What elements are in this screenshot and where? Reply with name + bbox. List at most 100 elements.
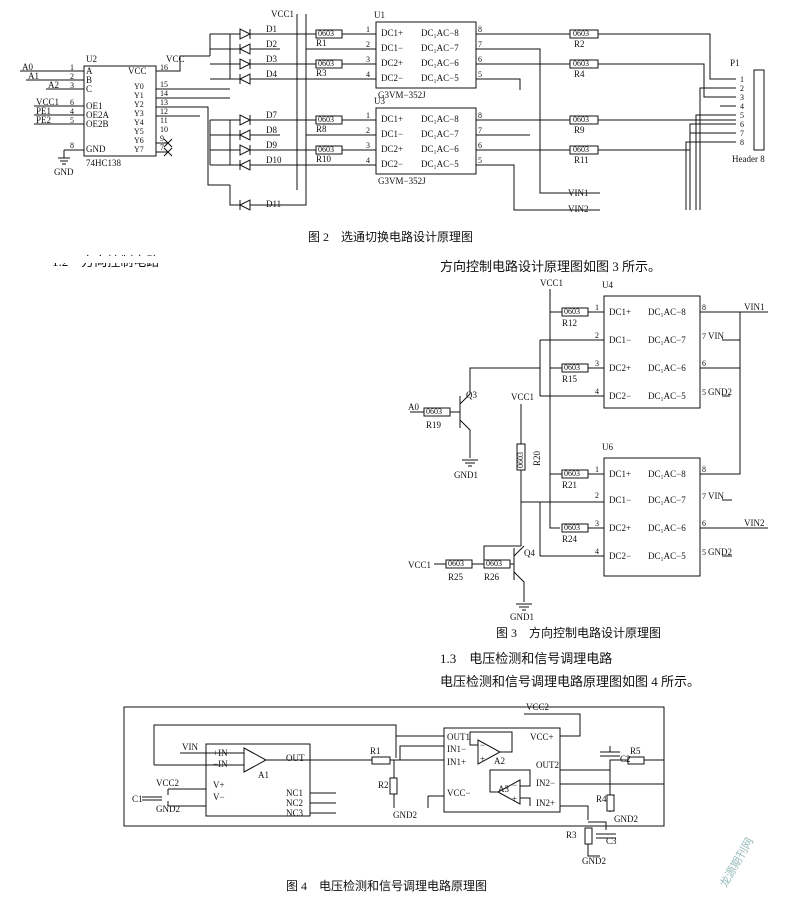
resistor-r10 — [315, 145, 343, 155]
a3-wires — [489, 769, 531, 806]
u3-ln-1: 1 — [366, 111, 370, 120]
diode-d3 — [239, 58, 252, 70]
a3-plus: + — [512, 794, 517, 804]
u1-out-6: DC₁AC−6 — [421, 58, 459, 68]
label-r8: R8 — [316, 124, 327, 134]
p1-ref: P1 — [730, 58, 740, 68]
u2-pn-1: 1 — [70, 63, 74, 72]
r11-pkg: 0603 — [573, 145, 589, 154]
label-d8: D8 — [266, 125, 277, 135]
p1-pin-1: 1 — [740, 75, 744, 84]
fig4-r2: R2 — [378, 780, 389, 790]
r4-pkg: 0603 — [573, 59, 589, 68]
u2-pn-13: 13 — [160, 98, 168, 107]
label-r9: R9 — [574, 125, 585, 135]
a2-plus: + — [480, 754, 485, 764]
resistor-r26 — [483, 559, 511, 569]
p1-pin-6: 6 — [740, 120, 744, 129]
u3-input-wires — [280, 119, 376, 166]
vcc-wire — [156, 34, 211, 72]
c1-cap — [142, 796, 162, 801]
u6-rn-7: 7 — [702, 492, 706, 501]
u3-pin-1: DC1+ — [381, 114, 403, 124]
u4-vin: VIN — [708, 331, 724, 341]
u6-pin-1: DC1+ — [609, 469, 631, 479]
u3-ssr — [375, 107, 477, 175]
section-1-3-heading: 1.3 电压检测和信号调理电路 — [440, 651, 612, 666]
diode-d11 — [238, 199, 251, 211]
u2-pin-c: C — [86, 84, 92, 94]
u-output-wires-bottom — [476, 119, 736, 151]
u3-rn-8: 8 — [478, 111, 482, 120]
vcc1-top-label: VCC1 — [271, 9, 294, 19]
input-a0: A0 — [22, 62, 33, 72]
a2-right-wires — [524, 713, 664, 820]
u1-ln-1: 1 — [366, 25, 370, 34]
label-d3: D3 — [266, 54, 277, 64]
label-r24: R24 — [562, 534, 578, 544]
u4-pin-3: DC2+ — [609, 363, 631, 373]
u1-pin-3: DC2+ — [381, 58, 403, 68]
fig3-vcc1-c: VCC1 — [408, 560, 431, 570]
u4-rn-8: 8 — [702, 303, 706, 312]
u2-out-y1: Y1 — [134, 91, 144, 100]
resistor-r3 — [315, 59, 343, 69]
resistor-r12 — [561, 307, 589, 317]
p1-wires — [685, 87, 736, 210]
u2-out-y4: Y4 — [134, 118, 144, 127]
a1-pin-nc3: NC3 — [286, 808, 304, 818]
fig4-intro-text: 电压检测和信号调理电路原理图如图 4 所示。 — [440, 674, 700, 689]
r25-pkg: 0603 — [448, 559, 464, 568]
r8-pkg: 0603 — [318, 115, 334, 124]
p1-pin-3: 3 — [740, 93, 744, 102]
label-r4: R4 — [574, 69, 585, 79]
vcc1-bus — [296, 14, 307, 190]
u4-input-wires — [539, 311, 604, 397]
u1-ref: U1 — [374, 10, 385, 20]
u1-pin-2: DC1− — [381, 43, 403, 53]
a2-feedback — [469, 731, 513, 753]
a3-minus: − — [512, 780, 517, 790]
resistor-r2 — [569, 29, 599, 39]
fig4-r3: R3 — [566, 830, 577, 840]
u-output-wires-top — [476, 33, 736, 211]
u2-pin-oe2a: OE2A — [86, 110, 109, 120]
r19-pkg: 0603 — [426, 407, 442, 416]
r20-pkg: 0603 — [516, 452, 525, 468]
u3-ln-2: 2 — [366, 126, 370, 135]
u2-pin-oe2b: OE2B — [86, 119, 109, 129]
fig3-gnd1-b: GND1 — [510, 612, 534, 622]
a1-pin-vplus: V+ — [213, 780, 225, 790]
resistor-r24 — [561, 523, 589, 533]
u4-rn-6: 6 — [702, 359, 706, 368]
u2-input-wires — [20, 70, 84, 125]
label-d7: D7 — [266, 110, 277, 120]
u6-out-5: DC₁AC−5 — [648, 551, 686, 561]
fig4-gnd2-b: GND2 — [393, 810, 417, 820]
resistor-r20 — [516, 443, 526, 471]
diode-d9 — [239, 144, 252, 156]
u4-rn-5: 5 — [702, 388, 706, 397]
u1-out-5: DC₁AC−5 — [421, 73, 459, 83]
u4-ssr — [603, 295, 701, 409]
u4-ref: U4 — [602, 280, 613, 290]
label-d2: D2 — [266, 39, 277, 49]
d11-wire — [229, 185, 307, 206]
u3-rn-7: 7 — [478, 126, 482, 135]
q3-gnd-symbol — [462, 459, 478, 467]
u2-out-y7: Y7 — [134, 145, 144, 154]
label-r11: R11 — [574, 155, 589, 165]
figure-2: U2 A B C OE1 OE2A OE2B GND VCC 74HC138 Y… — [20, 9, 765, 244]
r10-pkg: 0603 — [318, 145, 334, 154]
u2-pn-4: 4 — [70, 107, 74, 116]
fig3-vcc1-bus — [549, 289, 562, 529]
label-d4: D4 — [266, 69, 277, 79]
input-a1: A1 — [28, 71, 39, 81]
diodes-group-1: D1 D2 D3 D4 — [210, 24, 280, 85]
label-r25: R25 — [448, 572, 464, 582]
label-r12: R12 — [562, 318, 577, 328]
u3-ln-4: 4 — [366, 156, 370, 165]
fig4-c2: C2 — [620, 754, 631, 764]
fig4-frame — [123, 706, 665, 827]
